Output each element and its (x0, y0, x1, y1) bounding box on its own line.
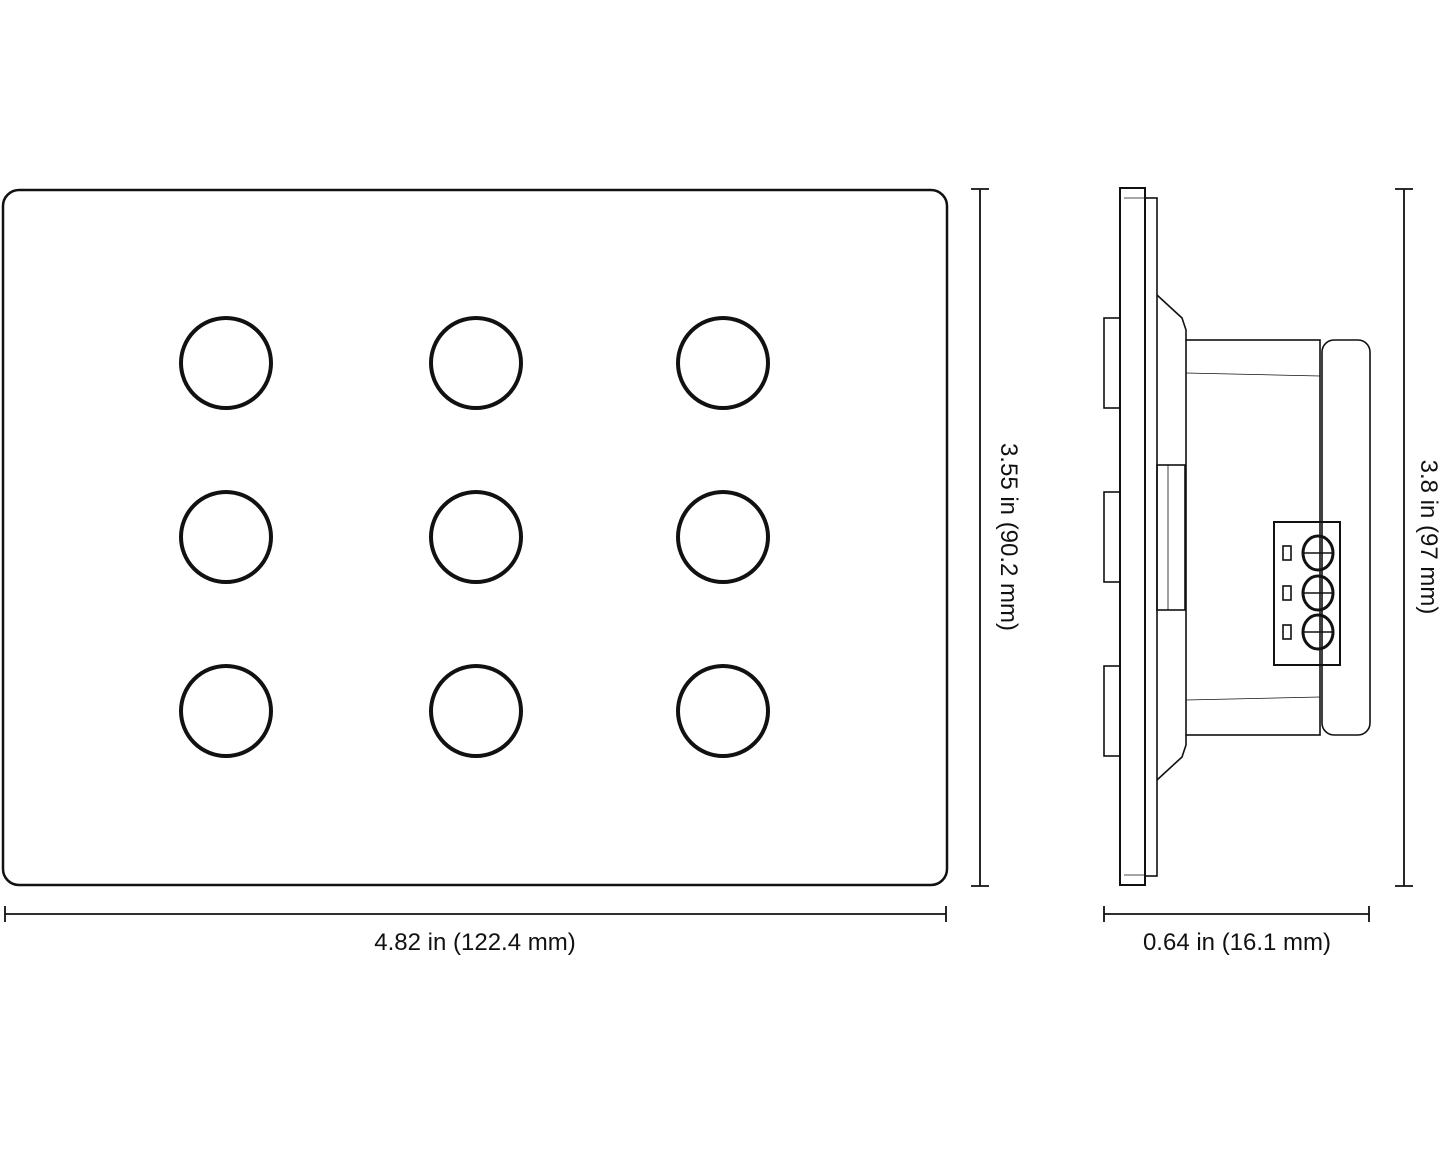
mounting-plate (1144, 197, 1158, 877)
button-outline (676, 664, 770, 758)
front-view (1, 188, 949, 887)
button-outline (429, 490, 523, 584)
wire-slot (1282, 585, 1292, 601)
front-height-label: 3.55 in (90.2 mm) (995, 442, 1022, 632)
button-outline (429, 316, 523, 410)
terminal-screws (1282, 534, 1335, 651)
front-width-label: 4.82 in (122.4 mm) (374, 929, 576, 956)
button-outline (179, 316, 273, 410)
side-depth-label: 0.64 in (16.1 mm) (1142, 929, 1332, 956)
rear-cap (1321, 339, 1371, 736)
faceplate (1, 188, 949, 887)
button-grid (179, 316, 770, 758)
side-faceplate (1119, 187, 1146, 886)
side-height-dimension-line (1395, 188, 1413, 887)
side-button-2 (1103, 491, 1121, 583)
side-button-1 (1103, 317, 1121, 409)
back-box (1185, 339, 1321, 736)
button-outline (676, 316, 770, 410)
button-outline (676, 490, 770, 584)
wire-slot (1282, 624, 1292, 640)
flange-top (1156, 294, 1187, 340)
front-height-dimension-line (971, 188, 989, 887)
button-outline (179, 490, 273, 584)
button-outline (429, 664, 523, 758)
side-height-label: 3.8 in (97 mm) (1415, 459, 1440, 615)
side-button-3 (1103, 665, 1121, 757)
side-depth-dimension-line (1103, 906, 1370, 922)
flange-bottom (1156, 735, 1187, 781)
side-view (1103, 187, 1371, 886)
front-width-dimension-line (4, 906, 947, 922)
terminal-block (1273, 521, 1341, 666)
button-outline (179, 664, 273, 758)
spacer (1156, 464, 1186, 611)
wire-slot (1282, 545, 1292, 561)
